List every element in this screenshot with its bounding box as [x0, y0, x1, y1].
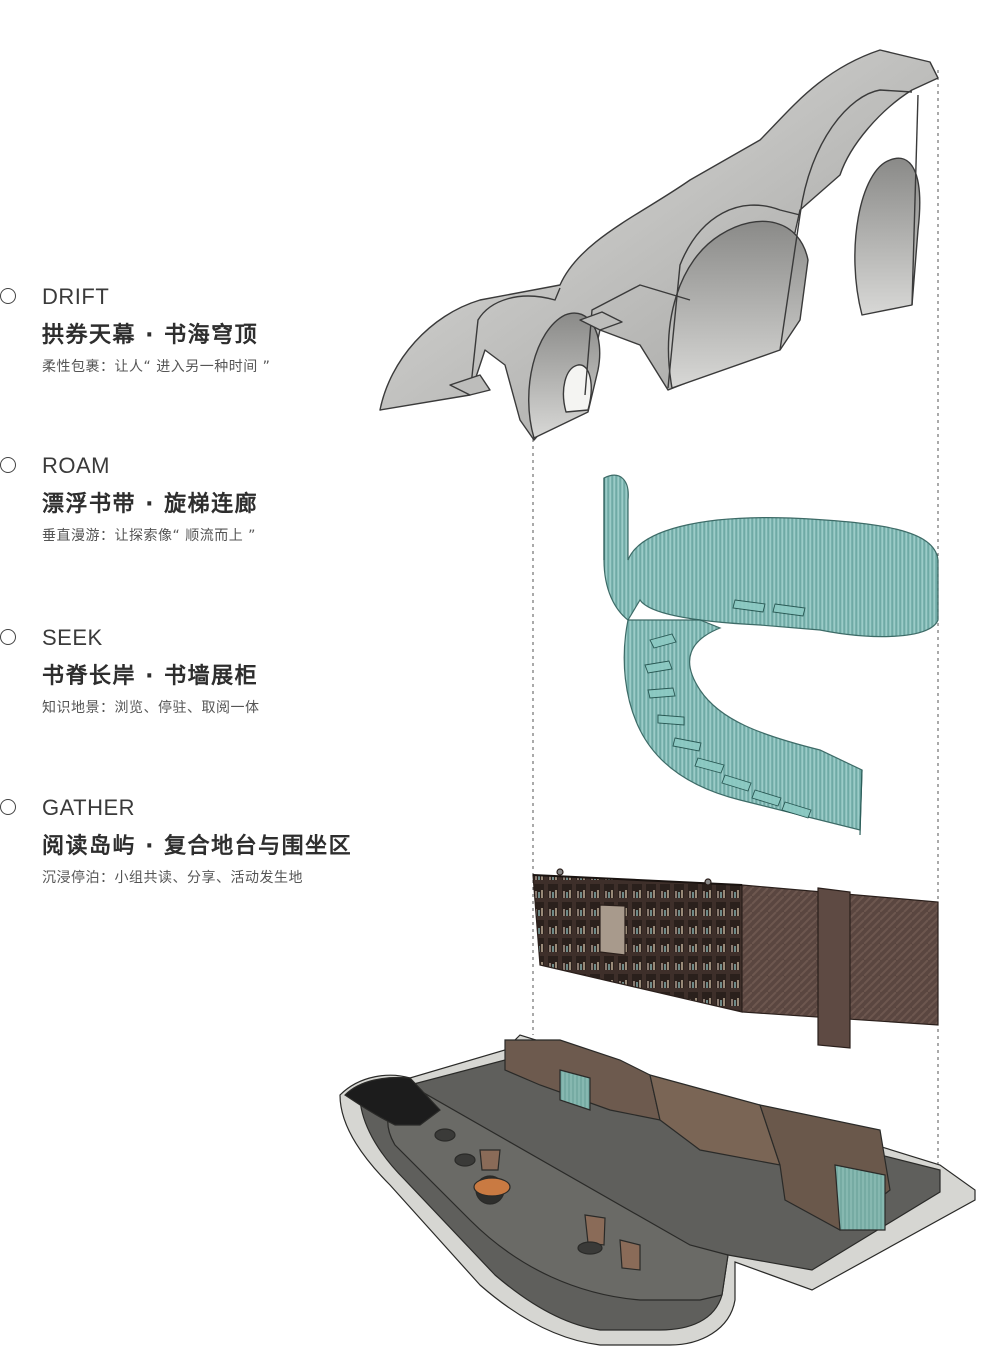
- spiral-stair: [603, 474, 939, 836]
- layer-title-zh: 拱券天幕 · 书海穹顶: [42, 323, 259, 348]
- layer-description: 沉浸停泊：小组共读、分享、活动发生地: [42, 870, 303, 886]
- circle-marker-icon: [0, 457, 16, 473]
- book-wall: [532, 868, 939, 1049]
- layer-description: 知识地景：浏览、停驻、取阅一体: [42, 700, 260, 716]
- layer-title-en: ROAM: [42, 453, 110, 478]
- layer-title-en: DRIFT: [42, 284, 110, 309]
- circle-marker-icon: [0, 288, 16, 304]
- layer-description: 柔性包裹：让人“ 进入另一种时间 ”: [42, 359, 271, 375]
- layer-title-zh: 漂浮书带 · 旋梯连廊: [42, 492, 259, 517]
- layer-description: 垂直漫游：让探索像“ 顺流而上 ”: [42, 528, 256, 544]
- circle-marker-icon: [0, 629, 16, 645]
- vault-canopy: [379, 49, 939, 441]
- layer-title-en: GATHER: [42, 795, 136, 820]
- layer-title-zh: 阅读岛屿 · 复合地台与围坐区: [42, 834, 353, 859]
- circle-marker-icon: [0, 799, 16, 815]
- floor-platform: [339, 1034, 976, 1346]
- layer-title-en: SEEK: [42, 625, 103, 650]
- layer-title-zh: 书脊长岸 · 书墙展柜: [42, 664, 259, 689]
